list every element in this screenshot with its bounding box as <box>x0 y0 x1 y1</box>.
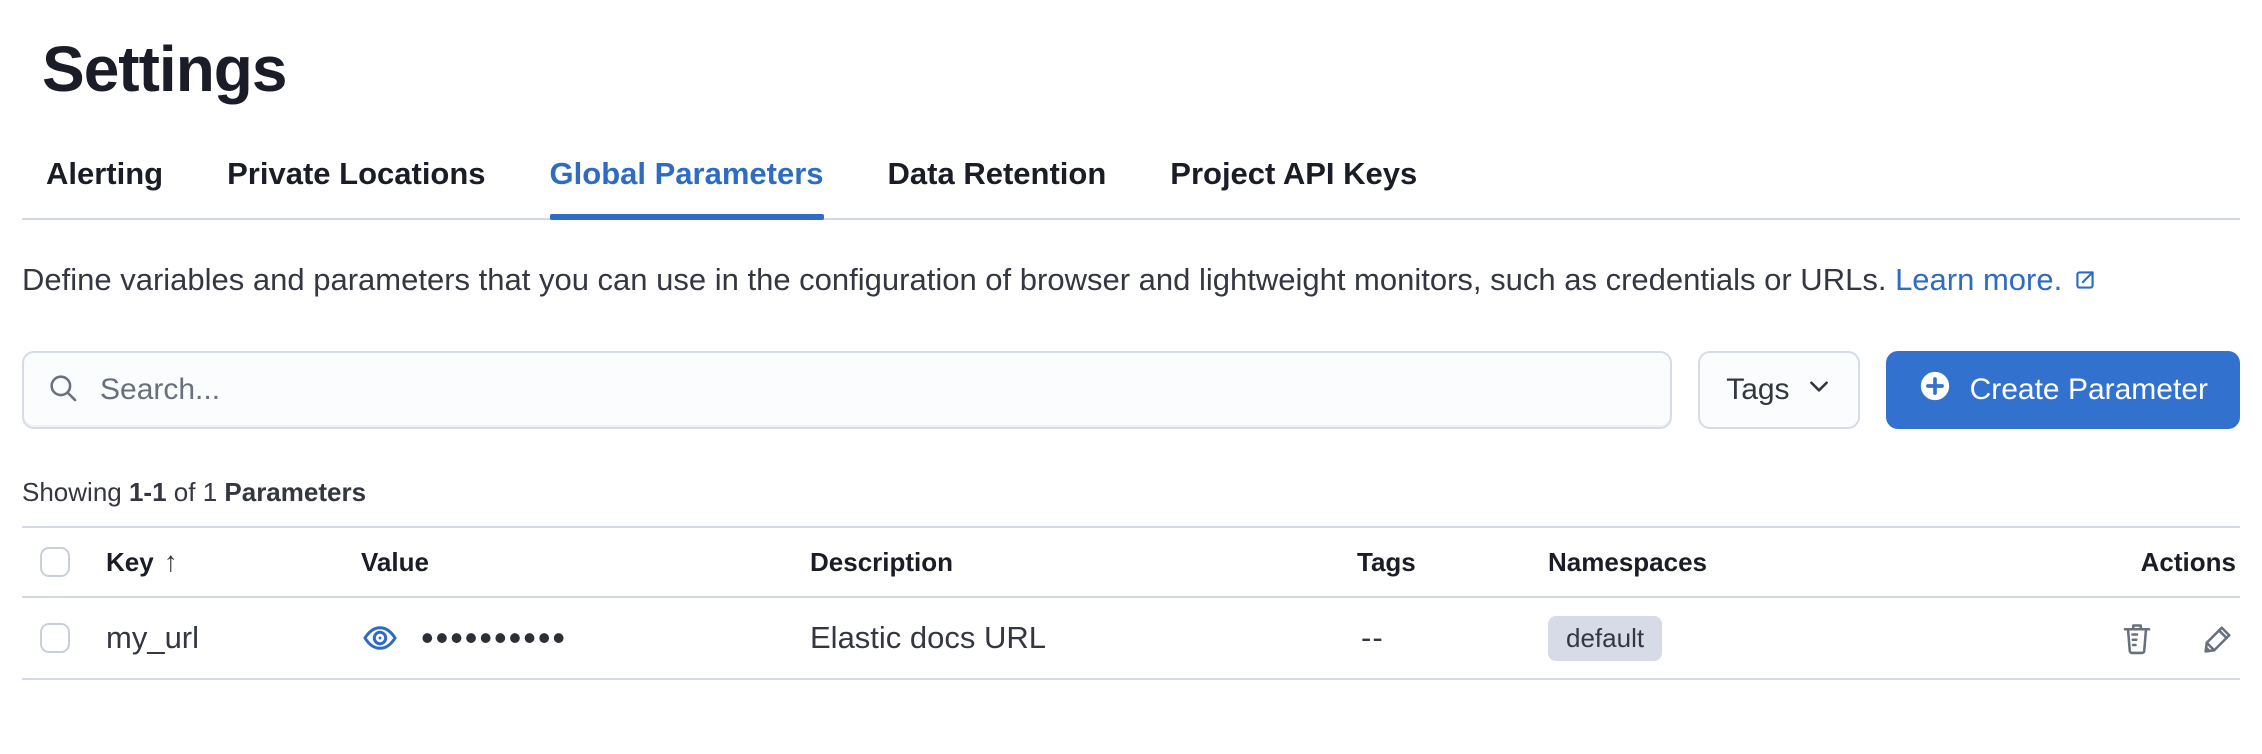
sort-ascending-icon: ↑ <box>163 546 178 578</box>
search-input[interactable] <box>100 373 1649 408</box>
param-namespaces: default <box>1542 615 1942 661</box>
create-parameter-label: Create Parameter <box>1969 373 2208 407</box>
tab-private-locations[interactable]: Private Locations <box>227 156 485 218</box>
description-text: Define variables and parameters that you… <box>22 262 1887 298</box>
tags-filter-button[interactable]: Tags <box>1698 351 1860 430</box>
page-description: Define variables and parameters that you… <box>22 256 2227 307</box>
search-icon <box>46 371 80 410</box>
tab-global-parameters[interactable]: Global Parameters <box>549 156 824 221</box>
param-tags: -- <box>1361 620 1384 656</box>
param-description: Elastic docs URL <box>810 620 1047 656</box>
column-header-key[interactable]: Key ↑ <box>100 546 355 578</box>
search-box[interactable] <box>22 351 1673 430</box>
table-header-row: Key ↑ Value Description Tags Namespaces A… <box>22 528 2240 599</box>
param-key: my_url <box>106 620 200 656</box>
create-parameter-button[interactable]: Create Parameter <box>1885 351 2240 430</box>
page-title: Settings <box>42 33 287 105</box>
chevron-down-icon <box>1806 373 1832 407</box>
tab-project-api-keys[interactable]: Project API Keys <box>1170 156 1417 218</box>
learn-more-link[interactable]: Learn more. <box>1895 262 2098 297</box>
learn-more-label: Learn more. <box>1895 262 2063 298</box>
param-actions <box>1942 619 2240 657</box>
column-header-description[interactable]: Description <box>810 546 954 577</box>
settings-tabs: Alerting Private Locations Global Parame… <box>22 156 2240 221</box>
results-summary: Showing 1-1 of 1 Parameters <box>22 477 2240 508</box>
param-value-cell: •••••••••• <box>355 619 804 657</box>
column-header-actions: Actions <box>2140 546 2236 577</box>
eye-icon[interactable] <box>361 619 399 657</box>
row-checkbox[interactable] <box>40 623 70 654</box>
summary-entity: Parameters <box>224 477 367 508</box>
param-masked-value: •••••••••• <box>421 617 568 659</box>
namespace-badge: default <box>1548 615 1663 661</box>
summary-middle: of 1 <box>173 477 218 508</box>
edit-icon[interactable] <box>2200 621 2236 657</box>
parameters-table: Key ↑ Value Description Tags Namespaces A… <box>22 526 2240 681</box>
summary-range: 1-1 <box>128 477 167 508</box>
parameters-toolbar: Tags Create Parameter <box>22 351 2240 430</box>
column-header-namespaces[interactable]: Namespaces <box>1548 546 1707 577</box>
summary-prefix: Showing <box>22 477 122 508</box>
tags-filter-label: Tags <box>1726 373 1790 407</box>
select-all-checkbox[interactable] <box>40 547 70 578</box>
plus-in-circle-icon <box>1918 369 1952 411</box>
column-header-tags[interactable]: Tags <box>1357 546 1416 577</box>
settings-page: Settings Alerting Private Locations Glob… <box>0 33 2262 681</box>
tab-data-retention[interactable]: Data Retention <box>888 156 1107 218</box>
delete-icon[interactable] <box>2119 621 2155 657</box>
column-key-label: Key <box>106 547 154 578</box>
table-row: my_url •••••••••• Elastic docs URL -- de… <box>22 598 2240 681</box>
tab-alerting[interactable]: Alerting <box>46 156 163 218</box>
column-header-value[interactable]: Value <box>361 546 429 577</box>
external-link-icon <box>2072 259 2098 307</box>
